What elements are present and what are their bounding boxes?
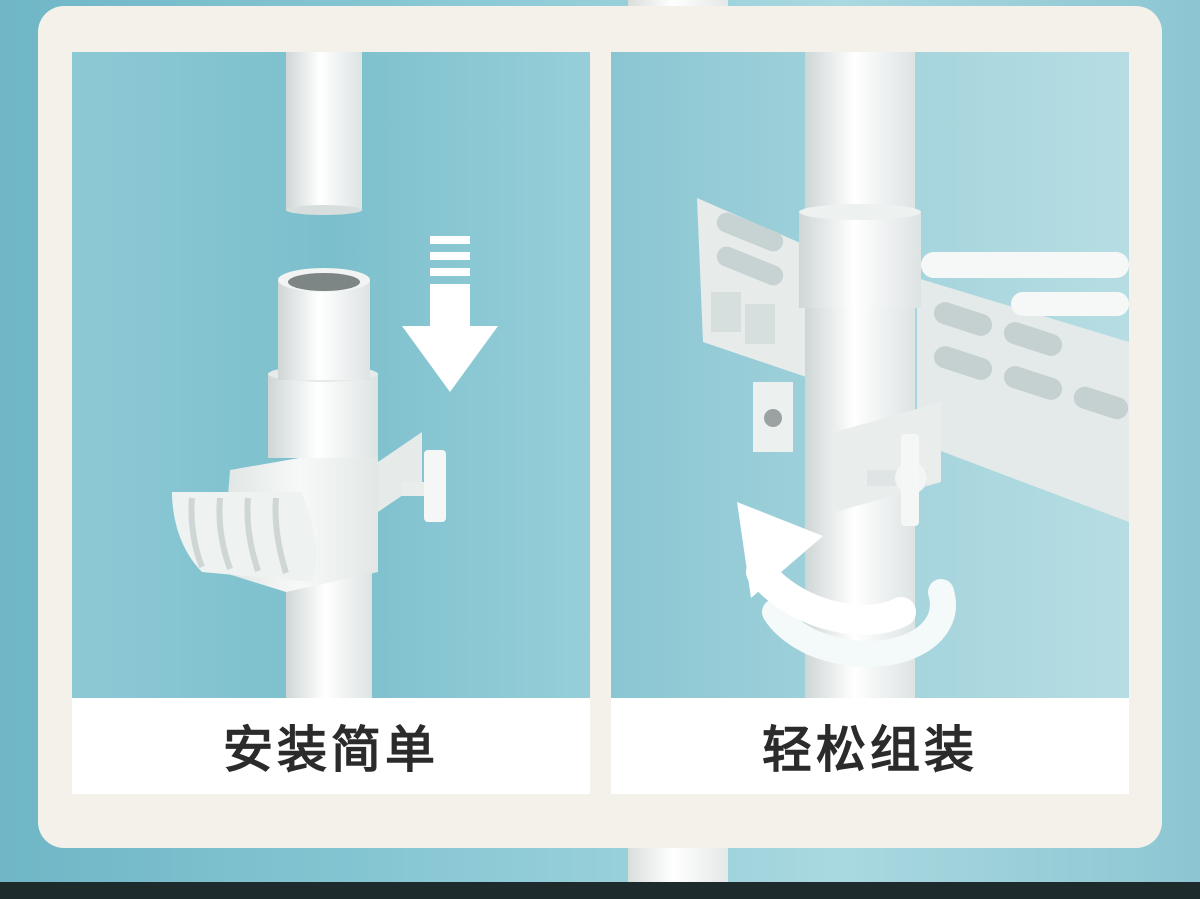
background-pole-top (628, 0, 728, 10)
panel-easy-install: 安装简单 (72, 52, 590, 794)
easy-assembly-illustration (611, 52, 1129, 698)
easy-install-illustration (72, 52, 590, 698)
caption-text: 安装简单 (223, 721, 439, 779)
bottom-bar (0, 882, 1200, 899)
background-pole-bottom (628, 846, 728, 886)
down-arrow-icon (402, 236, 498, 392)
caption-easy-assembly: 轻松组装 (611, 698, 1129, 794)
caption-text: 轻松组装 (762, 721, 978, 779)
curved-arrow-icon (737, 502, 956, 667)
caption-easy-install: 安装简单 (72, 698, 590, 794)
panel-easy-assembly: 轻松组装 (611, 52, 1129, 794)
